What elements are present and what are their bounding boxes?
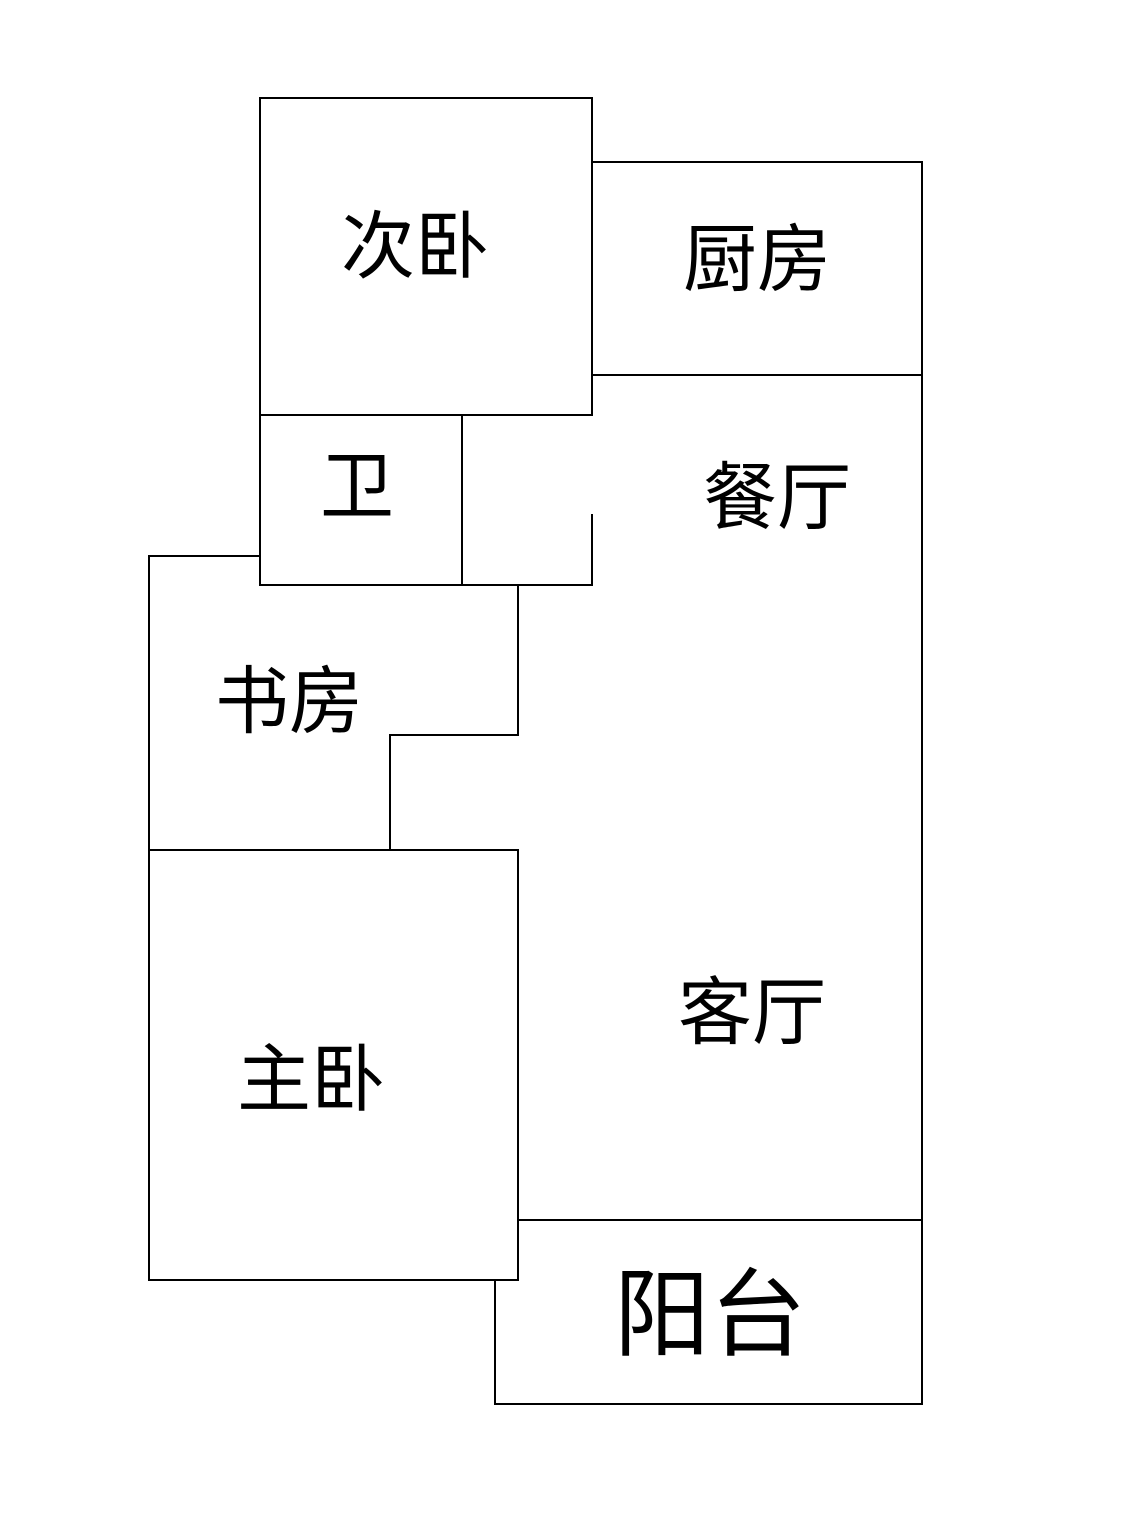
label-second-bedroom: 次卧: [341, 204, 489, 290]
wall-kitchen-top: [591, 161, 923, 376]
label-kitchen: 厨房: [683, 217, 831, 303]
wall-master-bedroom: [148, 849, 519, 1281]
label-study: 书房: [215, 659, 363, 745]
walls: [148, 97, 923, 1405]
label-balcony: 阳台: [614, 1259, 806, 1371]
wall-bathroom: [259, 414, 593, 586]
label-dining-room: 餐厅: [703, 455, 851, 541]
wall-study: [148, 555, 261, 851]
label-living-room: 客厅: [678, 970, 826, 1056]
label-bathroom: 卫: [320, 444, 394, 530]
wall-second-bedroom: [259, 97, 593, 416]
wall-balcony: [494, 1219, 923, 1405]
wall-study-right: [389, 584, 519, 851]
room-labels: 次卧 厨房 卫 餐厅 书房 客厅 主卧 阳台: [215, 204, 851, 1371]
label-master-bedroom: 主卧: [237, 1037, 385, 1123]
